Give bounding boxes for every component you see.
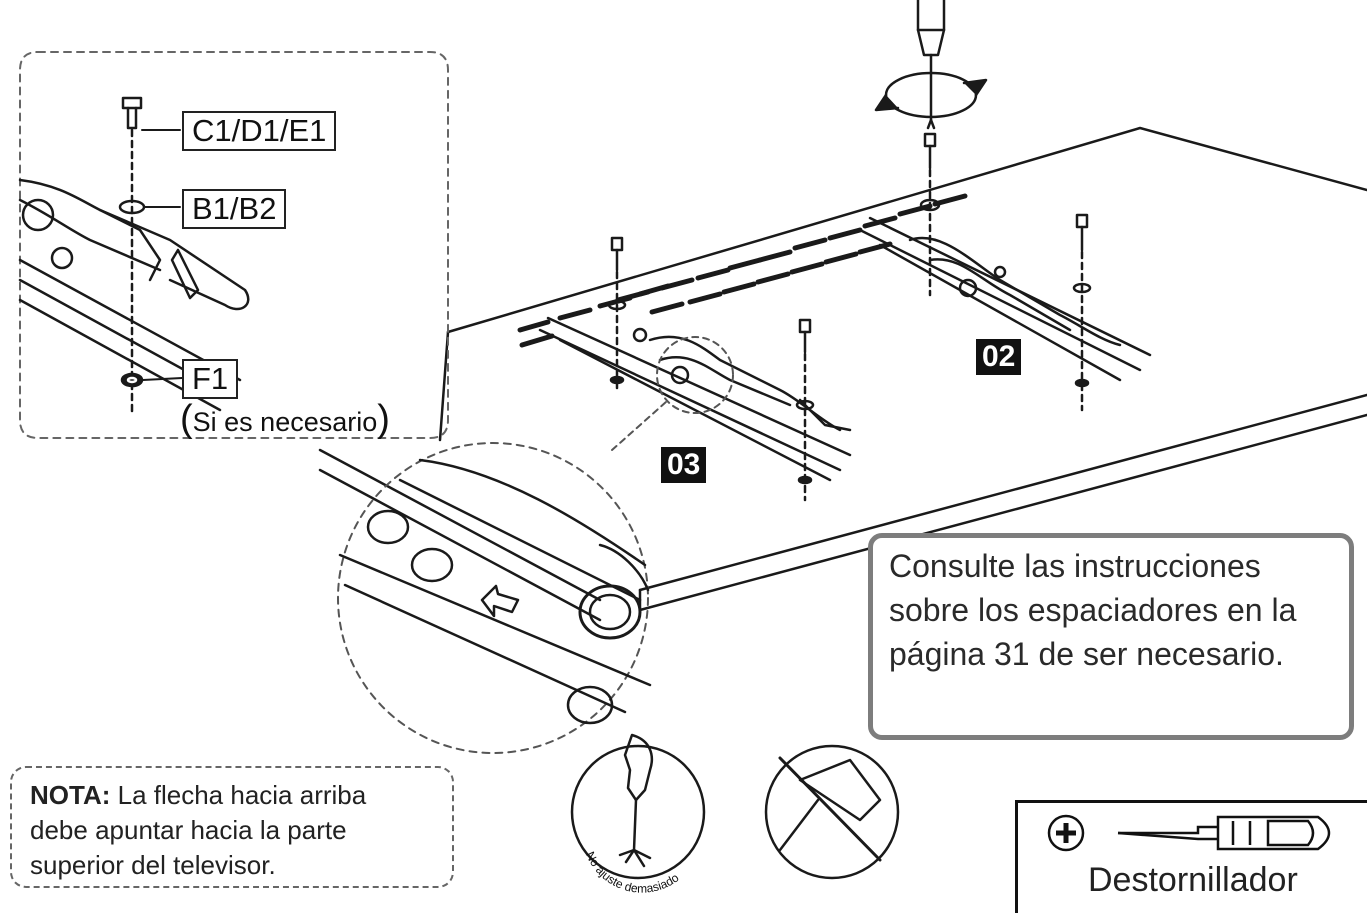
detail-frame (19, 51, 449, 439)
orientation-note: NOTA: La flecha hacia arriba debe apunta… (10, 766, 454, 888)
spacer-note-line-2: sobre los espaciadores en la (889, 592, 1297, 628)
note-text-1: La flecha hacia arriba (110, 780, 367, 810)
tag-bracket-02: 02 (976, 339, 1022, 375)
tag-bracket-03-text: 03 (667, 448, 701, 481)
panel-screws (607, 132, 1092, 502)
label-screw: C1/D1/E1 (182, 111, 337, 151)
tool-box: Destornillador (1015, 800, 1367, 913)
orientation-note-line-2: debe apuntar hacia la parte (30, 815, 347, 845)
bracket-02-drawing (858, 216, 1152, 382)
note-prefix: NOTA: (30, 780, 111, 810)
if-needed-note: (Si es necesario) (180, 398, 390, 440)
tool-label: Destornillador (1088, 861, 1298, 899)
warning-circles (570, 733, 900, 880)
label-nut-text: F1 (192, 361, 229, 396)
vent-slots (517, 193, 968, 348)
orientation-note-line-3: superior del televisor. (30, 850, 276, 880)
tag-bracket-03: 03 (661, 447, 707, 483)
label-washer-text: B1/B2 (192, 191, 277, 226)
spacer-note-text: Consulte las instrucciones sobre los esp… (889, 544, 1359, 676)
label-washer: B1/B2 (182, 189, 287, 229)
tv-back-panel (318, 126, 1367, 622)
spacer-note-line-1: Consulte las instrucciones (889, 548, 1261, 584)
tag-bracket-02-text: 02 (982, 340, 1016, 373)
label-nut: F1 (182, 359, 239, 399)
spacer-note-box: Consulte las instrucciones sobre los esp… (868, 533, 1354, 740)
phillips-screwdriver-icon (1047, 814, 1331, 852)
label-screw-text: C1/D1/E1 (192, 113, 327, 148)
bracket-03-drawing (538, 316, 852, 482)
orientation-note-line-1: NOTA: La flecha hacia arriba (30, 778, 434, 813)
screwdriver-rotation (874, 0, 988, 130)
magnified-detail (337, 336, 734, 754)
spacer-note-line-3: página 31 de ser necesario. (889, 636, 1284, 672)
if-needed-text: Si es necesario (192, 407, 378, 437)
label-leaders (141, 129, 183, 381)
